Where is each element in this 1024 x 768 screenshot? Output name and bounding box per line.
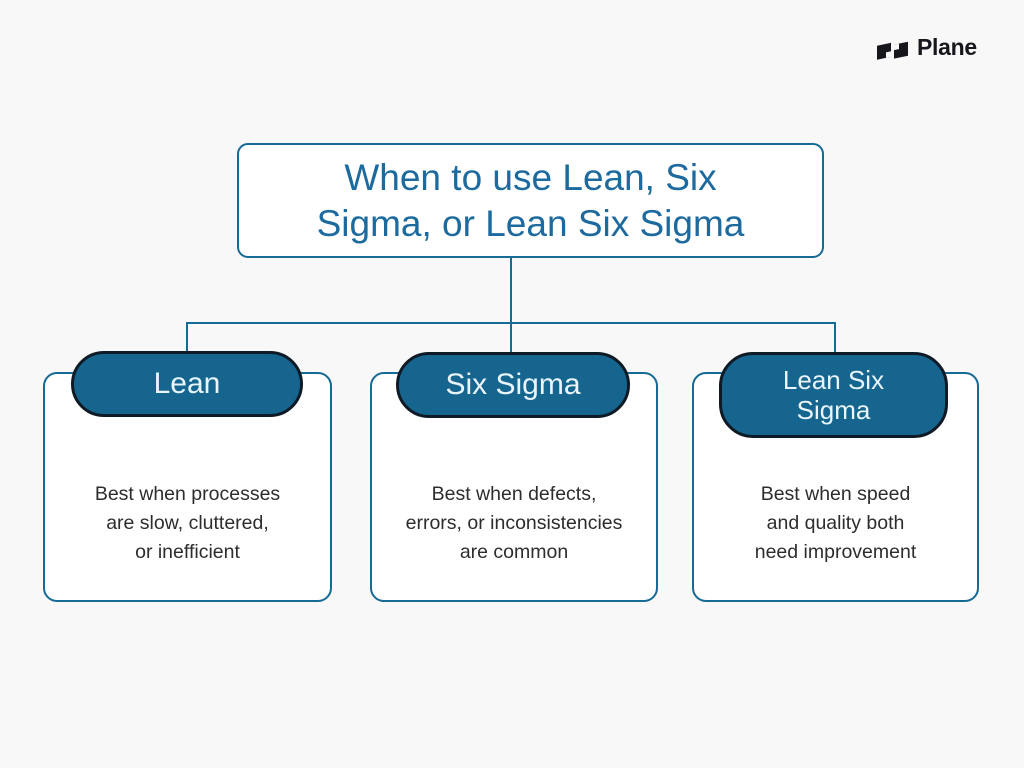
branch-description-lean-six-sigma: Best when speed and quality both need im…	[694, 480, 977, 567]
diagram-title-line-1: When to use Lean, Six	[344, 156, 717, 198]
plane-logo-icon	[877, 41, 908, 60]
branch-pill-lean: Lean	[71, 351, 303, 417]
description-line: Best when speed	[760, 483, 911, 505]
brand-name: Plane	[917, 34, 977, 60]
branch-description-lean: Best when processes are slow, cluttered,…	[45, 480, 330, 567]
branch-pill-six-sigma: Six Sigma	[396, 352, 630, 418]
brand-logo: Plane	[876, 33, 977, 62]
description-line: or inefficient	[135, 541, 240, 563]
connector-drop-left-line	[186, 322, 188, 354]
connector-crossbar-line	[186, 322, 836, 324]
description-line: need improvement	[754, 541, 917, 563]
description-line: Best when defects,	[431, 483, 597, 505]
branch-description-six-sigma: Best when defects, errors, or inconsiste…	[372, 480, 656, 567]
description-line: are common	[459, 541, 569, 563]
description-line: and quality both	[766, 512, 905, 534]
connector-trunk-line	[510, 258, 512, 354]
branch-label-lean-six-sigma: Lean Six Sigma	[782, 365, 885, 425]
description-line: Best when processes	[94, 483, 281, 505]
diagram-title-line-2: Sigma, or Lean Six Sigma	[316, 202, 745, 244]
diagram-title-box: When to use Lean, Six Sigma, or Lean Six…	[237, 143, 824, 258]
connector-drop-right-line	[834, 322, 836, 354]
branch-pill-lean-six-sigma: Lean Six Sigma	[719, 352, 948, 438]
description-line: errors, or inconsistencies	[405, 512, 623, 534]
description-line: are slow, cluttered,	[106, 512, 269, 534]
branch-label-lean: Lean	[153, 367, 221, 400]
branch-label-six-sigma: Six Sigma	[445, 368, 581, 401]
